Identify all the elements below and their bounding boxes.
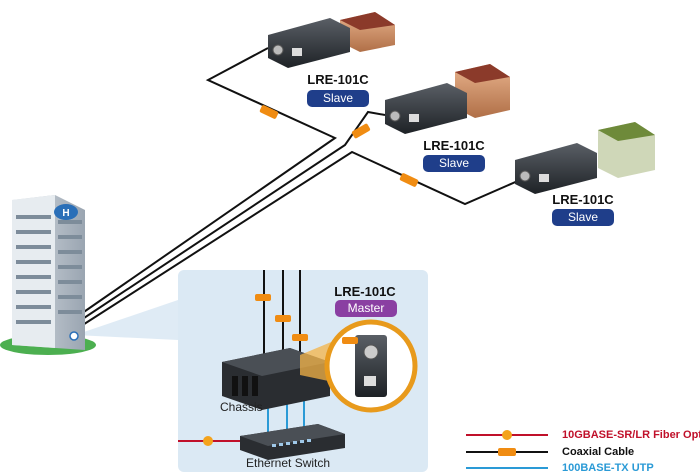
slave2-converter: [385, 83, 467, 134]
slave2-house: [455, 64, 510, 118]
fiber-tag: [203, 436, 213, 446]
high-rise-building: H: [0, 195, 96, 355]
coax-tag: [399, 173, 419, 187]
slave2-role-badge: Slave: [423, 155, 485, 172]
legend-fiber-swatch: [466, 430, 548, 440]
slave3-converter: [515, 143, 597, 194]
chassis-caption: Chassis: [220, 400, 263, 414]
coax-cable-slave2: [77, 110, 386, 323]
svg-text:H: H: [62, 208, 69, 219]
slave3-role-badge: Slave: [552, 209, 614, 226]
slave1-model-label: LRE-101C: [307, 72, 369, 87]
slave1-role-badge: Slave: [307, 90, 369, 107]
zoom-magnifier: [324, 319, 418, 413]
coax-tag: [342, 337, 358, 344]
ethernet-switch: [240, 424, 345, 460]
master-role-badge: Master: [335, 300, 397, 317]
legend-fiber-label: 10GBASE-SR/LR Fiber Optic: [562, 429, 700, 441]
coax-tag: [275, 315, 291, 322]
master-model-label: LRE-101C: [334, 284, 396, 299]
slave1-converter: [268, 18, 350, 68]
coax-tag: [292, 334, 308, 341]
coax-tag: [255, 294, 271, 301]
legend-coax-swatch: [466, 448, 548, 456]
slave3-model-label: LRE-101C: [552, 192, 614, 207]
legend-utp-label: 100BASE-TX UTP: [562, 462, 654, 474]
panel-pointer: [75, 300, 178, 340]
slave1-house: [340, 12, 395, 52]
slave2-model-label: LRE-101C: [423, 138, 485, 153]
legend-coax-label: Coaxial Cable: [562, 446, 635, 458]
coax-tag: [259, 105, 279, 119]
slave3-house: [598, 122, 655, 178]
switch-caption: Ethernet Switch: [246, 456, 331, 470]
coax-tag: [351, 123, 371, 139]
